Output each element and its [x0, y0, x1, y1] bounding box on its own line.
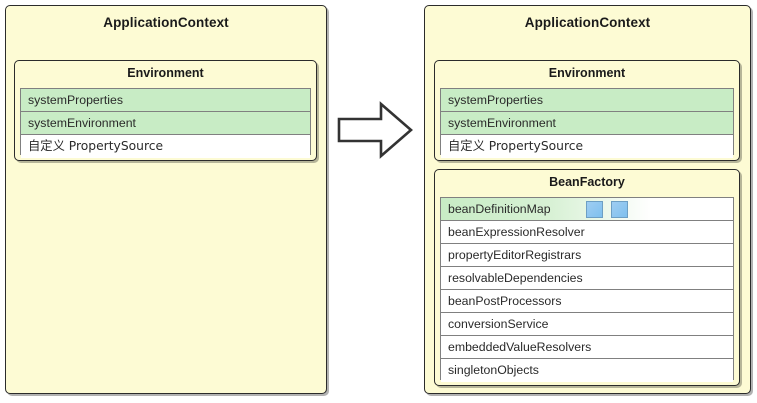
list-item[interactable]: beanPostProcessors [441, 290, 733, 313]
bean-factory-title: BeanFactory [549, 175, 625, 189]
row-label: singletonObjects [448, 363, 539, 377]
row-label: beanExpressionResolver [448, 225, 585, 239]
list-item[interactable]: 自定义 PropertySource [441, 135, 733, 158]
row-label: 自定义 PropertySource [28, 139, 164, 153]
environment-group-right: Environment systemProperties systemEnvir… [434, 60, 740, 161]
list-item[interactable]: systemProperties [21, 89, 310, 112]
list-item[interactable]: singletonObjects [441, 359, 733, 382]
panel-title-left: ApplicationContext [103, 15, 229, 30]
list-item[interactable]: systemProperties [441, 89, 733, 112]
environment-group-left: Environment systemProperties systemEnvir… [14, 60, 317, 161]
application-context-panel-right: ApplicationContext Environment systemPro… [424, 5, 751, 394]
list-item-bean-definition-map[interactable]: beanDefinitionMap [441, 198, 733, 221]
right-arrow-icon [337, 101, 413, 159]
environment-title-right: Environment [548, 66, 626, 80]
list-item[interactable]: conversionService [441, 313, 733, 336]
environment-title-left: Environment [127, 66, 204, 80]
list-item[interactable]: embeddedValueResolvers [441, 336, 733, 359]
bean-definition-chip-icon [611, 201, 628, 218]
row-label: conversionService [448, 317, 549, 331]
row-label: beanDefinitionMap [448, 202, 551, 216]
bean-factory-row-list: beanDefinitionMap beanExpressionResolver… [440, 197, 734, 382]
panel-title-right: ApplicationContext [524, 15, 651, 30]
list-item[interactable]: systemEnvironment [21, 112, 310, 135]
row-label: embeddedValueResolvers [448, 340, 592, 354]
row-label: systemProperties [448, 93, 543, 107]
list-item[interactable]: propertyEditorRegistrars [441, 244, 733, 267]
row-label: systemProperties [28, 93, 123, 107]
row-label: systemEnvironment [28, 116, 136, 130]
row-label: resolvableDependencies [448, 271, 583, 285]
list-item[interactable]: 自定义 PropertySource [21, 135, 310, 158]
row-label: systemEnvironment [448, 116, 556, 130]
list-item[interactable]: resolvableDependencies [441, 267, 733, 290]
environment-row-list-right: systemProperties systemEnvironment 自定义 P… [440, 88, 734, 158]
row-label: beanPostProcessors [448, 294, 562, 308]
list-item[interactable]: beanExpressionResolver [441, 221, 733, 244]
application-context-panel-left: ApplicationContext Environment systemPro… [5, 5, 327, 394]
row-label: 自定义 PropertySource [448, 139, 584, 153]
list-item[interactable]: systemEnvironment [441, 112, 733, 135]
bean-definition-chip-icon [586, 201, 603, 218]
row-label: propertyEditorRegistrars [448, 248, 582, 262]
environment-row-list-left: systemProperties systemEnvironment 自定义 P… [20, 88, 311, 158]
bean-factory-group: BeanFactory beanDefinitionMap beanExpres… [434, 169, 740, 386]
